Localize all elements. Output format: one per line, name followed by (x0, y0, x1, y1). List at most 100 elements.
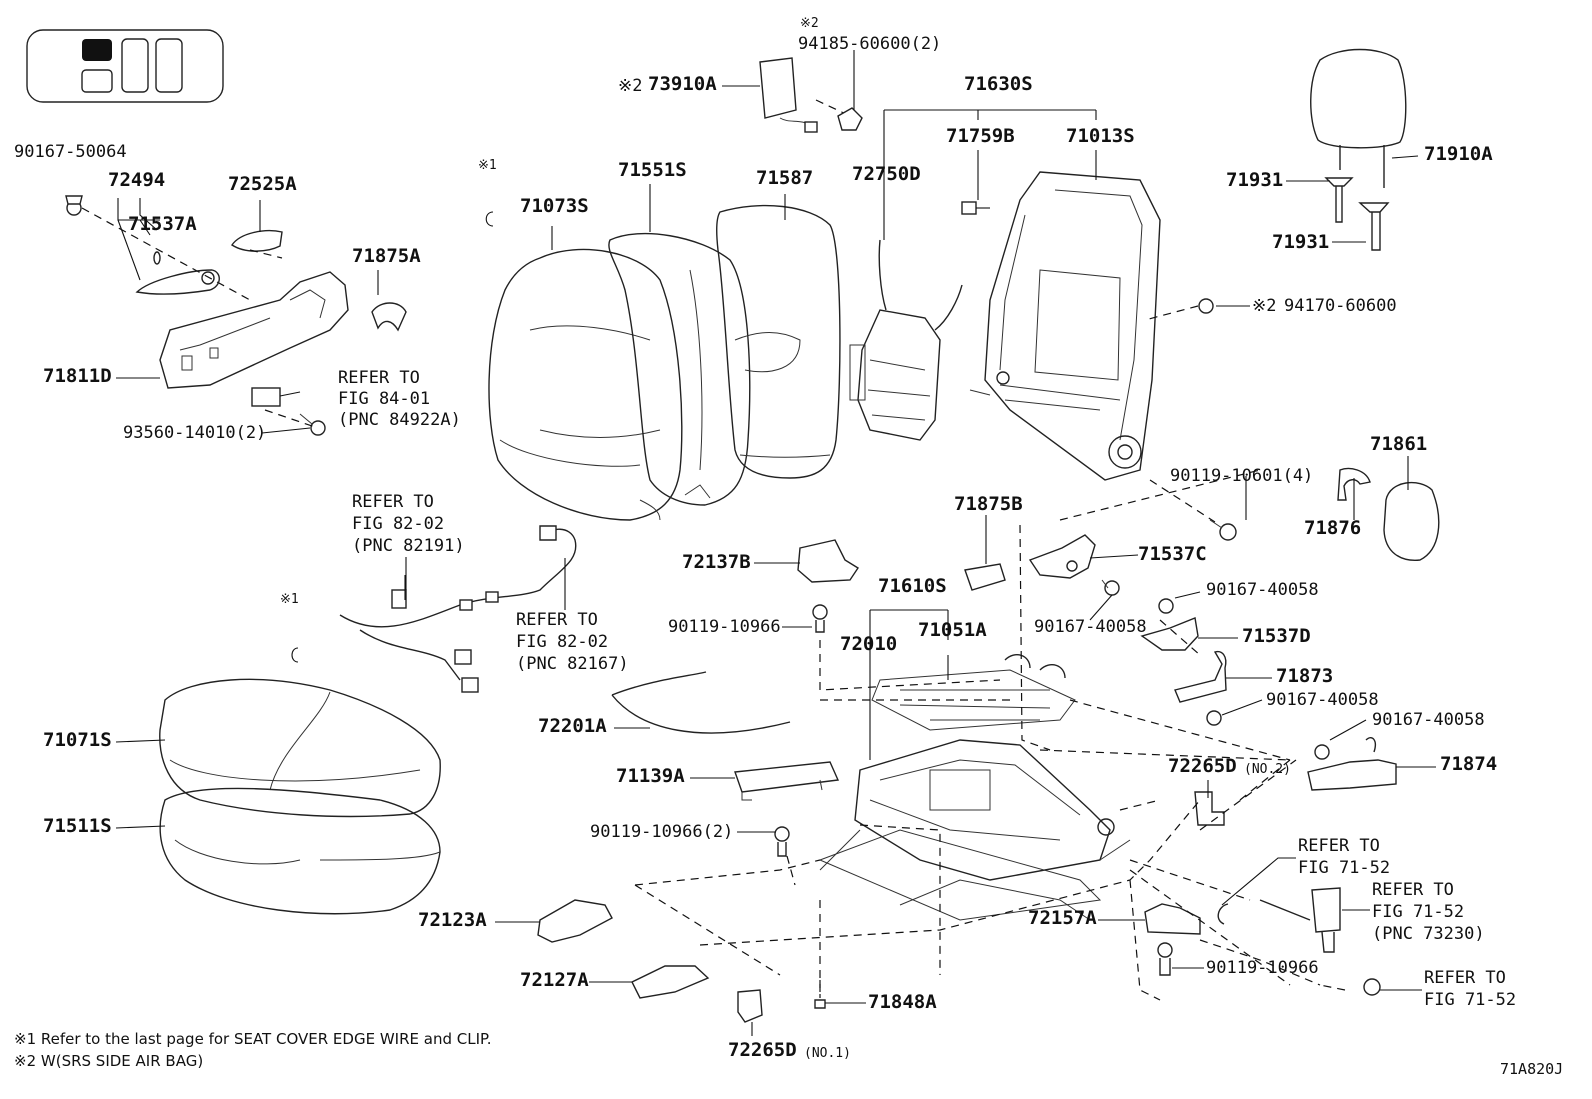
label-71861: 71861 (1370, 433, 1428, 455)
cover-72137B (797, 539, 859, 583)
mark-note2-a: ※2 (800, 16, 819, 31)
label-94185-60600: 94185-60600(2) (798, 34, 942, 54)
label-71931-a: 71931 (1226, 169, 1284, 191)
label-71759B: 71759B (946, 125, 1015, 147)
label-90119-10966-b: 90119-10966 (1206, 958, 1319, 978)
label-71630S: 71630S (964, 73, 1033, 95)
seat-cushion-cover-71071S (159, 678, 441, 818)
label-72750D: 72750D (852, 163, 921, 185)
ref-fig71b-line1: REFER TO (1372, 880, 1454, 900)
ref-fig84-line1: REFER TO (338, 368, 420, 388)
seat-frame-71610S (818, 654, 1131, 921)
link-71873 (1174, 650, 1227, 726)
cover-72127A (631, 965, 710, 999)
ref-fig82b-line1: REFER TO (516, 610, 598, 630)
label-71587: 71587 (756, 167, 814, 189)
diagram-code: 71A820J (1500, 1060, 1564, 1078)
headrest-71910A (1310, 48, 1407, 251)
label-71848A: 71848A (868, 991, 937, 1013)
label-71511S: 71511S (43, 815, 112, 837)
footnote-2: ※2 W(SRS SIDE AIR BAG) (14, 1052, 204, 1070)
ref-fig71c-line1: REFER TO (1424, 968, 1506, 988)
ref-fig71a-line2: FIG 71-52 (1298, 858, 1391, 878)
label-71875B: 71875B (954, 493, 1023, 515)
label-71013S: 71013S (1066, 125, 1135, 147)
label-90119-10966-a: 90119-10966 (668, 617, 781, 637)
label-71874: 71874 (1440, 753, 1498, 775)
label-71873: 71873 (1276, 665, 1334, 687)
mark-note1-top: ※1 (478, 158, 497, 173)
label-71051A: 71051A (918, 619, 987, 641)
edge-wire-72201A (611, 671, 791, 734)
mark-note2-c: ※2 (1252, 296, 1277, 316)
label-73910A: 73910A (648, 73, 717, 95)
label-90167-40058-b: 90167-40058 (1206, 580, 1319, 600)
label-71811D: 71811D (43, 365, 112, 387)
center-bolts (774, 604, 828, 886)
ref-fig84-line2: FIG 84-01 (338, 389, 431, 409)
label-71537D: 71537D (1242, 625, 1311, 647)
label-71551S: 71551S (618, 159, 687, 181)
label-90167-50064: 90167-50064 (14, 142, 127, 162)
lever-71537D (1140, 598, 1199, 651)
label-90167-40058-d: 90167-40058 (1372, 710, 1485, 730)
airbag-module-73910A (759, 57, 863, 133)
label-72137B: 72137B (682, 551, 751, 573)
ref-fig71b-line3: (PNC 73230) (1372, 924, 1485, 944)
label-90167-40058-a: 90167-40058 (1034, 617, 1147, 637)
label-71931-b: 71931 (1272, 231, 1330, 253)
label-72265D-no2: 72265D (1168, 755, 1237, 777)
clip-71848A (814, 980, 826, 1009)
label-72010: 72010 (840, 633, 898, 655)
label-72157A: 72157A (1028, 907, 1097, 929)
label-90119-10601: 90119-10601(4) (1170, 466, 1314, 486)
label-94170-60600: 94170-60600 (1284, 296, 1397, 316)
clip-72265D-no2 (1194, 791, 1225, 826)
ref-fig82a-line3: (PNC 82191) (352, 536, 465, 556)
ref-fig84-line3: (PNC 84922A) (338, 410, 461, 430)
label-71071S: 71071S (43, 729, 112, 751)
label-71875A: 71875A (352, 245, 421, 267)
knob-71875B (964, 563, 1006, 591)
ref-fig82b-line2: FIG 82-02 (516, 632, 609, 652)
label-90119-10966-2: 90119-10966(2) (590, 822, 734, 842)
label-71139A: 71139A (616, 765, 685, 787)
label-71537C: 71537C (1138, 543, 1207, 565)
ref-fig82a-line1: REFER TO (352, 492, 434, 512)
seatbelt-buckle (1157, 887, 1381, 996)
label-72525A: 72525A (228, 173, 297, 195)
ref-fig82a-line2: FIG 82-02 (352, 514, 445, 534)
cover-72123A (537, 899, 613, 943)
label-72123A: 72123A (418, 909, 487, 931)
edge-clip-marker-top (485, 211, 494, 227)
label-90167-40058-c: 90167-40058 (1266, 690, 1379, 710)
edge-clip-marker-bottom (291, 647, 299, 663)
label-72127A: 72127A (520, 969, 589, 991)
label-71073S: 71073S (520, 195, 589, 217)
label-no1: (NO.1) (804, 1046, 851, 1061)
ref-fig71c-line2: FIG 71-52 (1424, 990, 1517, 1010)
bracket-71139A (734, 761, 840, 801)
link-71874 (1307, 736, 1397, 791)
leader-lines (115, 50, 1436, 1036)
label-72494: 72494 (108, 169, 166, 191)
mark-note2-b: ※2 (618, 76, 643, 96)
wire-harness (339, 525, 577, 693)
lever-71537C (1028, 534, 1120, 596)
lumbar-support-72750D (849, 239, 963, 441)
label-72265D-no1: 72265D (728, 1039, 797, 1061)
seat-cushion-pad-71511S (159, 787, 441, 915)
assembly-dashed-lines (634, 469, 1346, 1001)
seat-locator-icon (26, 29, 224, 103)
seatback-frame-71013S (961, 171, 1237, 541)
footnote-1: ※1 Refer to the last page for SEAT COVER… (14, 1030, 492, 1048)
label-72201A: 72201A (538, 715, 607, 737)
label-71610S: 71610S (878, 575, 947, 597)
label-71910A: 71910A (1424, 143, 1493, 165)
side-shield-assembly (65, 195, 407, 436)
label-no2: (NO.2) (1244, 762, 1291, 777)
seatback-cover-71073S (488, 248, 683, 521)
cover-72157A (1144, 903, 1201, 935)
